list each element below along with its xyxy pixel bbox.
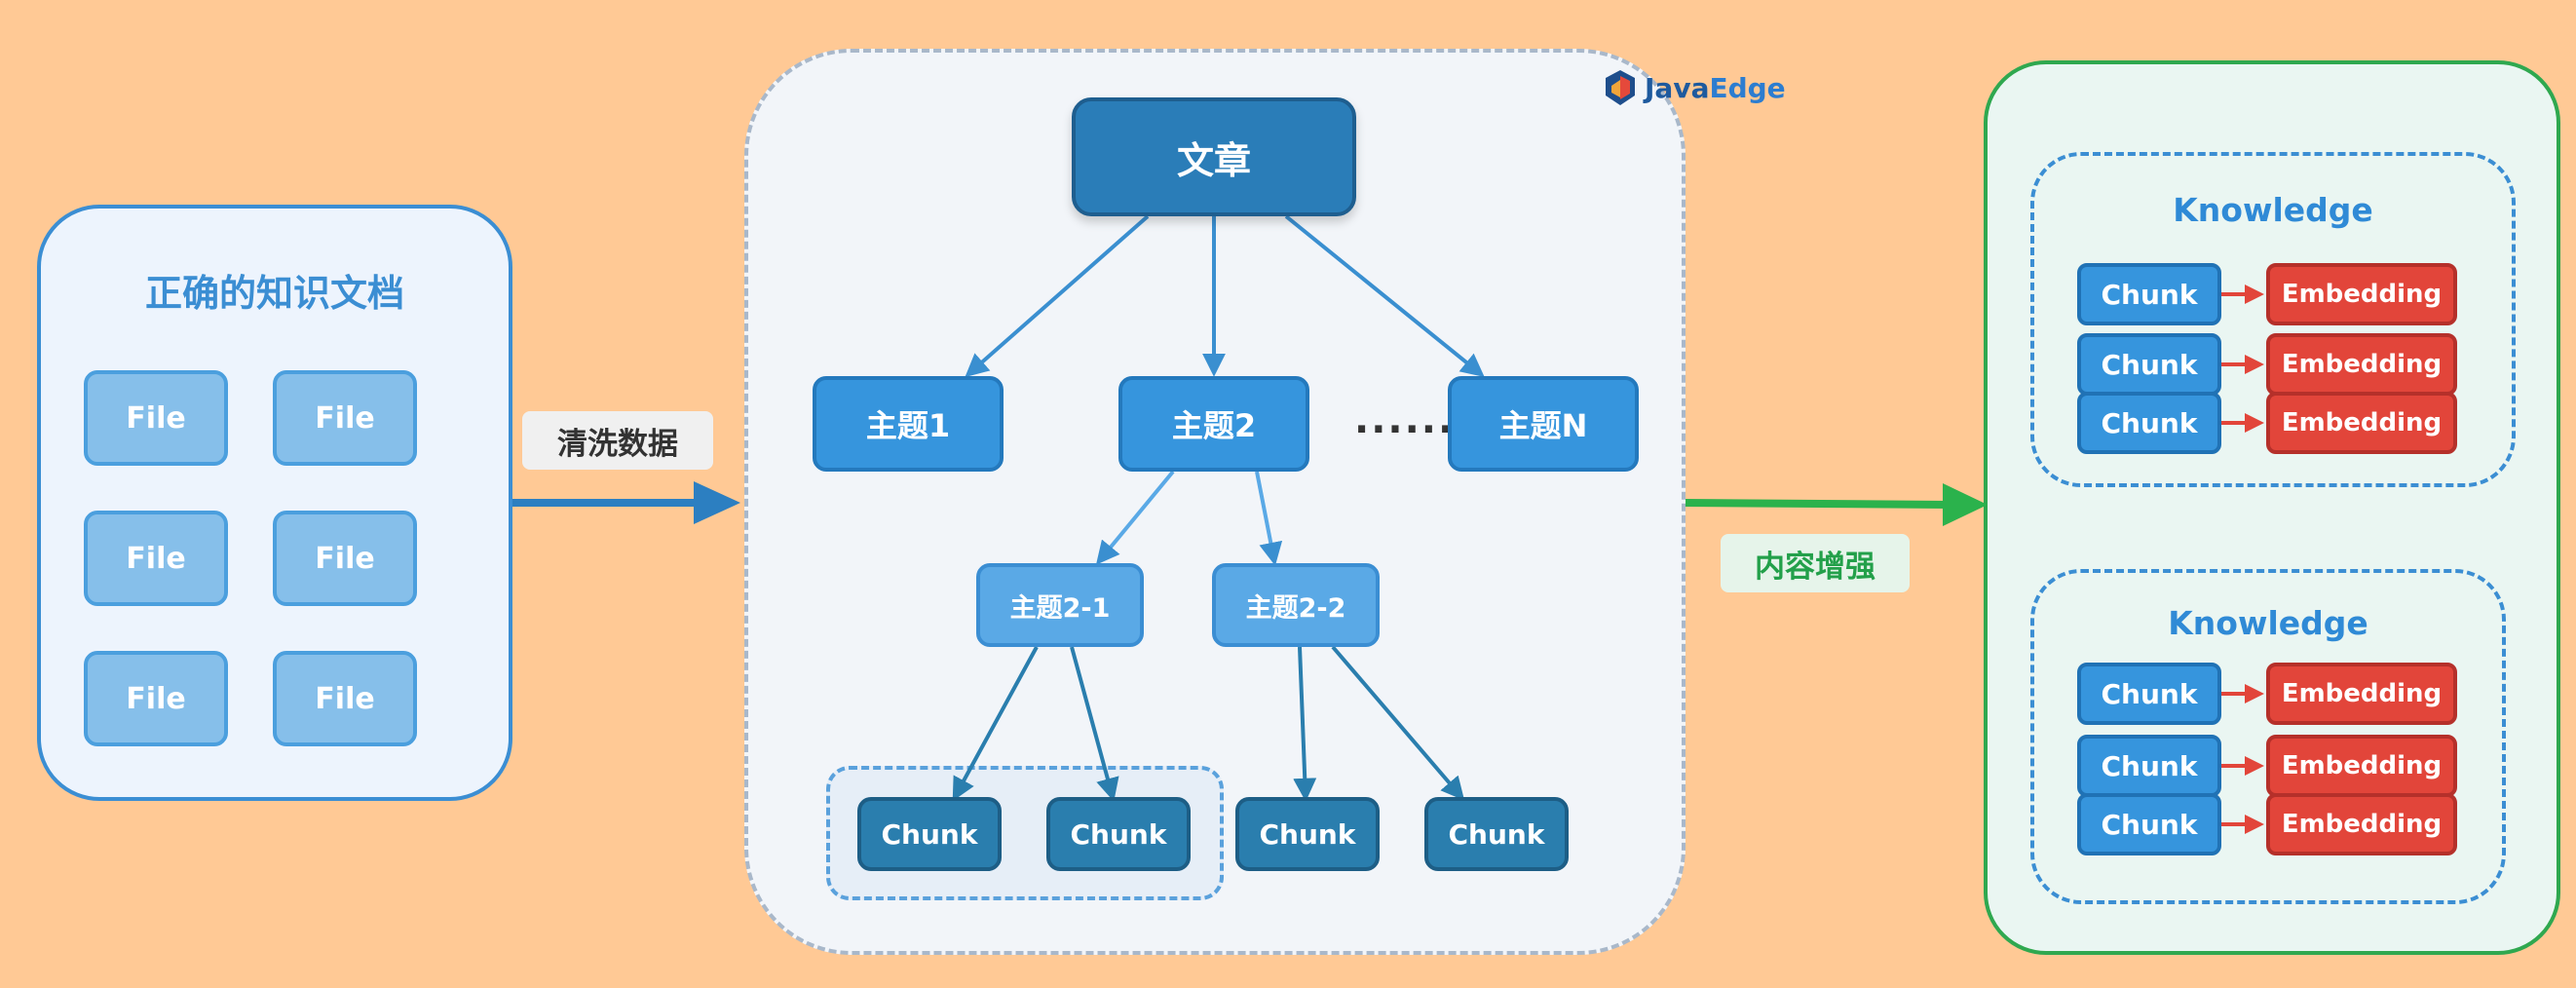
more-topics-ellipsis: ......	[1354, 398, 1456, 442]
file-box: File	[84, 511, 228, 606]
file-box: File	[84, 651, 228, 746]
file-box: File	[273, 511, 417, 606]
embedding-box: Embedding	[2266, 663, 2457, 725]
clean-data-label: 清洗数据	[522, 411, 713, 470]
embedding-box: Embedding	[2266, 392, 2457, 454]
knowledge-chunk: Chunk	[2077, 263, 2221, 325]
topic-1-node: 主题1	[813, 376, 1004, 472]
knowledge-chunk: Chunk	[2077, 663, 2221, 725]
logo-text: JavaEdge	[1645, 71, 1786, 104]
embedding-box: Embedding	[2266, 793, 2457, 855]
javaedge-logo-icon	[1606, 70, 1635, 105]
knowledge-title: Knowledge	[2173, 191, 2373, 229]
article-node: 文章	[1072, 97, 1356, 216]
subtopic-2-2-node: 主题2-2	[1212, 563, 1380, 647]
knowledge-group-1	[2030, 152, 2516, 487]
source-documents-title: 正确的知识文档	[144, 272, 404, 315]
knowledge-chunk: Chunk	[2077, 392, 2221, 454]
embedding-box: Embedding	[2266, 263, 2457, 325]
knowledge-title: Knowledge	[2168, 604, 2368, 642]
enhance-flow-arrowhead	[1943, 483, 1988, 526]
file-box: File	[273, 651, 417, 746]
enhance-flow-arrow	[1685, 499, 1950, 509]
knowledge-group-2	[2030, 569, 2506, 904]
embedding-box: Embedding	[2266, 735, 2457, 797]
topic-2-node: 主题2	[1118, 376, 1309, 472]
topic-n-node: 主题N	[1448, 376, 1639, 472]
chunk-node: Chunk	[857, 797, 1002, 871]
file-box: File	[273, 370, 417, 466]
knowledge-chunk: Chunk	[2077, 735, 2221, 797]
clean-flow-arrowhead	[694, 481, 740, 524]
embedding-box: Embedding	[2266, 333, 2457, 396]
subtopic-2-1-node: 主题2-1	[976, 563, 1144, 647]
chunk-node: Chunk	[1424, 797, 1569, 871]
knowledge-chunk: Chunk	[2077, 333, 2221, 396]
chunk-node: Chunk	[1235, 797, 1380, 871]
chunk-node: Chunk	[1046, 797, 1191, 871]
javaedge-logo: JavaEdge	[1602, 68, 1786, 107]
knowledge-chunk: Chunk	[2077, 793, 2221, 855]
content-enhance-label: 内容增强	[1721, 534, 1910, 592]
file-box: File	[84, 370, 228, 466]
